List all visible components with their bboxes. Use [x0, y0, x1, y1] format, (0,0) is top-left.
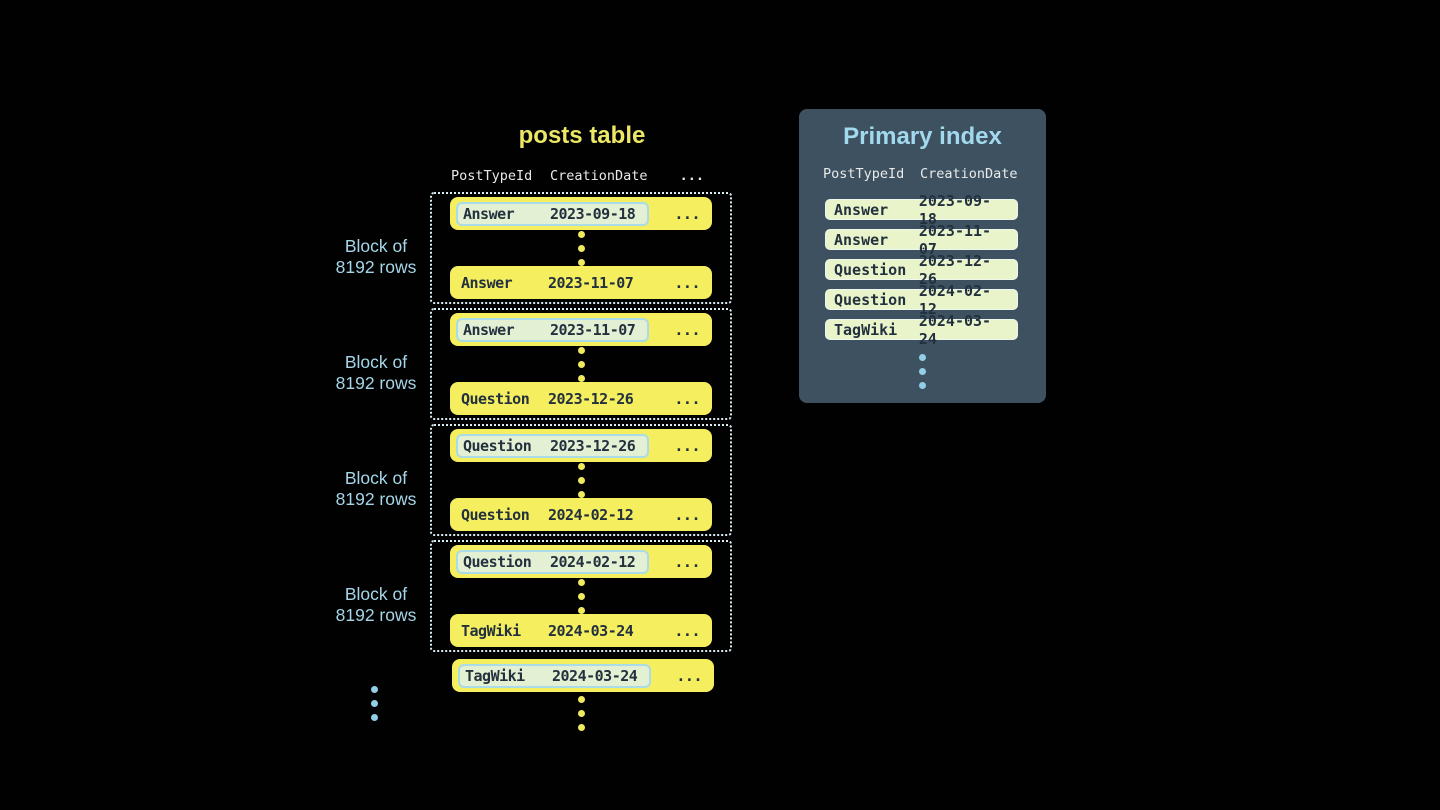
- creationdate-value: 2023-12-26: [548, 389, 634, 408]
- table-row: Answer 2023-11-07 ...: [450, 266, 712, 299]
- creationdate-value: 2024-03-24: [552, 666, 638, 685]
- creationdate-value: 2023-12-26: [550, 436, 636, 455]
- posttypeid-value: Answer: [463, 204, 515, 223]
- block-size-label: Block of 8192 rows: [300, 352, 452, 394]
- column-header-more: ...: [679, 168, 704, 184]
- creationdate-value: 2024-03-24: [918, 311, 992, 348]
- row-ellipsis: ...: [674, 273, 700, 292]
- highlighted-key-cells: Question 2023-12-26: [456, 433, 650, 458]
- table-row: Question 2024-02-12 ...: [450, 498, 712, 531]
- posttypeid-value: Question: [834, 290, 907, 309]
- creationdate-value: 2023-11-07: [550, 320, 636, 339]
- table-row: TagWiki 2024-03-24 ...: [452, 659, 714, 692]
- block-label-line2: 8192 rows: [335, 373, 417, 393]
- key-cells: TagWiki 2024-03-24: [461, 621, 634, 640]
- row-block-2: Answer 2023-11-07 ... Question 2023-12-2…: [430, 308, 732, 420]
- index-entry: Question 2023-12-26: [825, 252, 1018, 288]
- column-header-creationdate: CreationDate: [920, 166, 1018, 182]
- row-ellipsis: ...: [674, 505, 700, 524]
- block-size-label: Block of 8192 rows: [300, 236, 452, 278]
- creationdate-value: 2024-03-24: [548, 621, 634, 640]
- creationdate-value: 2023-09-18: [550, 204, 636, 223]
- vertical-ellipsis-icon: [577, 230, 585, 266]
- block-label-line1: Block of: [344, 584, 408, 604]
- block-label-line2: 8192 rows: [335, 489, 417, 509]
- row-ellipsis: ...: [674, 552, 700, 571]
- table-row: Question 2023-12-26 ...: [450, 429, 712, 462]
- key-cells: Question 2024-02-12: [461, 505, 634, 524]
- creationdate-value: 2023-09-18: [918, 191, 992, 228]
- index-entry: Question 2024-02-12: [825, 282, 1018, 318]
- table-row: Answer 2023-11-07 ...: [450, 313, 712, 346]
- block-size-label: Block of 8192 rows: [300, 468, 452, 510]
- posttypeid-value: Question: [463, 436, 532, 455]
- table-row: Answer 2023-09-18 ...: [450, 197, 712, 230]
- column-header-posttypeid: PostTypeId: [451, 168, 533, 184]
- vertical-ellipsis-icon: [577, 346, 585, 382]
- posts-table-blocks: Answer 2023-09-18 ... Answer 2023-11-07 …: [430, 192, 732, 656]
- posttypeid-value: TagWiki: [834, 320, 898, 339]
- posttypeid-value: Question: [463, 552, 532, 571]
- vertical-ellipsis-icon: [577, 462, 585, 498]
- posts-table-title: posts table: [518, 122, 646, 149]
- highlighted-key-cells: Answer 2023-11-07: [456, 317, 650, 342]
- creationdate-value: 2023-11-07: [548, 273, 634, 292]
- block-label-line1: Block of: [344, 236, 408, 256]
- creationdate-value: 2024-02-12: [548, 505, 634, 524]
- creationdate-value: 2023-12-26: [918, 251, 992, 288]
- table-row: Question 2024-02-12 ...: [450, 545, 712, 578]
- posttypeid-value: TagWiki: [465, 666, 525, 685]
- index-entry: Answer 2023-09-18: [825, 192, 1018, 228]
- vertical-ellipsis-icon: [577, 578, 585, 614]
- row-ellipsis: ...: [676, 666, 702, 685]
- posttypeid-value: Answer: [834, 200, 889, 219]
- highlighted-key-cells: Answer 2023-09-18: [456, 201, 650, 226]
- posttypeid-value: Answer: [461, 273, 513, 292]
- row-block-1: Answer 2023-09-18 ... Answer 2023-11-07 …: [430, 192, 732, 304]
- creationdate-value: 2023-11-07: [918, 221, 992, 258]
- row-ellipsis: ...: [674, 436, 700, 455]
- vertical-ellipsis-icon: [799, 354, 1046, 389]
- posttypeid-value: Answer: [463, 320, 515, 339]
- row-block-4: Question 2024-02-12 ... TagWiki 2024-03-…: [430, 540, 732, 652]
- row-ellipsis: ...: [674, 389, 700, 408]
- row-block-3: Question 2023-12-26 ... Question 2024-02…: [430, 424, 732, 536]
- block-size-label: Block of 8192 rows: [300, 584, 452, 626]
- posttypeid-value: Question: [834, 260, 907, 279]
- primary-index-title: Primary index: [843, 123, 1002, 150]
- row-ellipsis: ...: [674, 621, 700, 640]
- index-entry: TagWiki 2024-03-24: [825, 312, 1018, 348]
- vertical-ellipsis-icon: [371, 686, 378, 721]
- table-row: Question 2023-12-26 ...: [450, 382, 712, 415]
- block-label-line2: 8192 rows: [335, 257, 417, 277]
- column-header-posttypeid: PostTypeId: [823, 166, 905, 182]
- index-entry: Answer 2023-11-07: [825, 222, 1018, 258]
- posttypeid-value: TagWiki: [461, 621, 521, 640]
- row-ellipsis: ...: [674, 320, 700, 339]
- key-cells: Answer 2023-11-07: [461, 273, 634, 292]
- posts-table-column-headers: PostTypeId CreationDate ...: [451, 168, 704, 184]
- block-label-line2: 8192 rows: [335, 605, 417, 625]
- highlighted-key-cells: Question 2024-02-12: [456, 549, 650, 574]
- key-cells: Question 2023-12-26: [461, 389, 634, 408]
- vertical-ellipsis-icon: [578, 696, 585, 731]
- primary-index-panel: Primary index PostTypeId CreationDate An…: [799, 109, 1046, 403]
- table-row: TagWiki 2024-03-24 ...: [450, 614, 712, 647]
- posttypeid-value: Question: [461, 389, 530, 408]
- creationdate-value: 2024-02-12: [550, 552, 636, 571]
- block-label-line1: Block of: [344, 352, 408, 372]
- highlighted-key-cells: TagWiki 2024-03-24: [458, 663, 652, 688]
- row-ellipsis: ...: [674, 204, 700, 223]
- creationdate-value: 2024-02-12: [918, 281, 992, 318]
- column-header-creationdate: CreationDate: [550, 168, 648, 184]
- posttypeid-value: Question: [461, 505, 530, 524]
- primary-index-column-headers: PostTypeId CreationDate: [823, 166, 1046, 182]
- block-label-line1: Block of: [344, 468, 408, 488]
- posttypeid-value: Answer: [834, 230, 889, 249]
- primary-index-entries: Answer 2023-09-18 Answer 2023-11-07 Ques…: [825, 192, 1018, 348]
